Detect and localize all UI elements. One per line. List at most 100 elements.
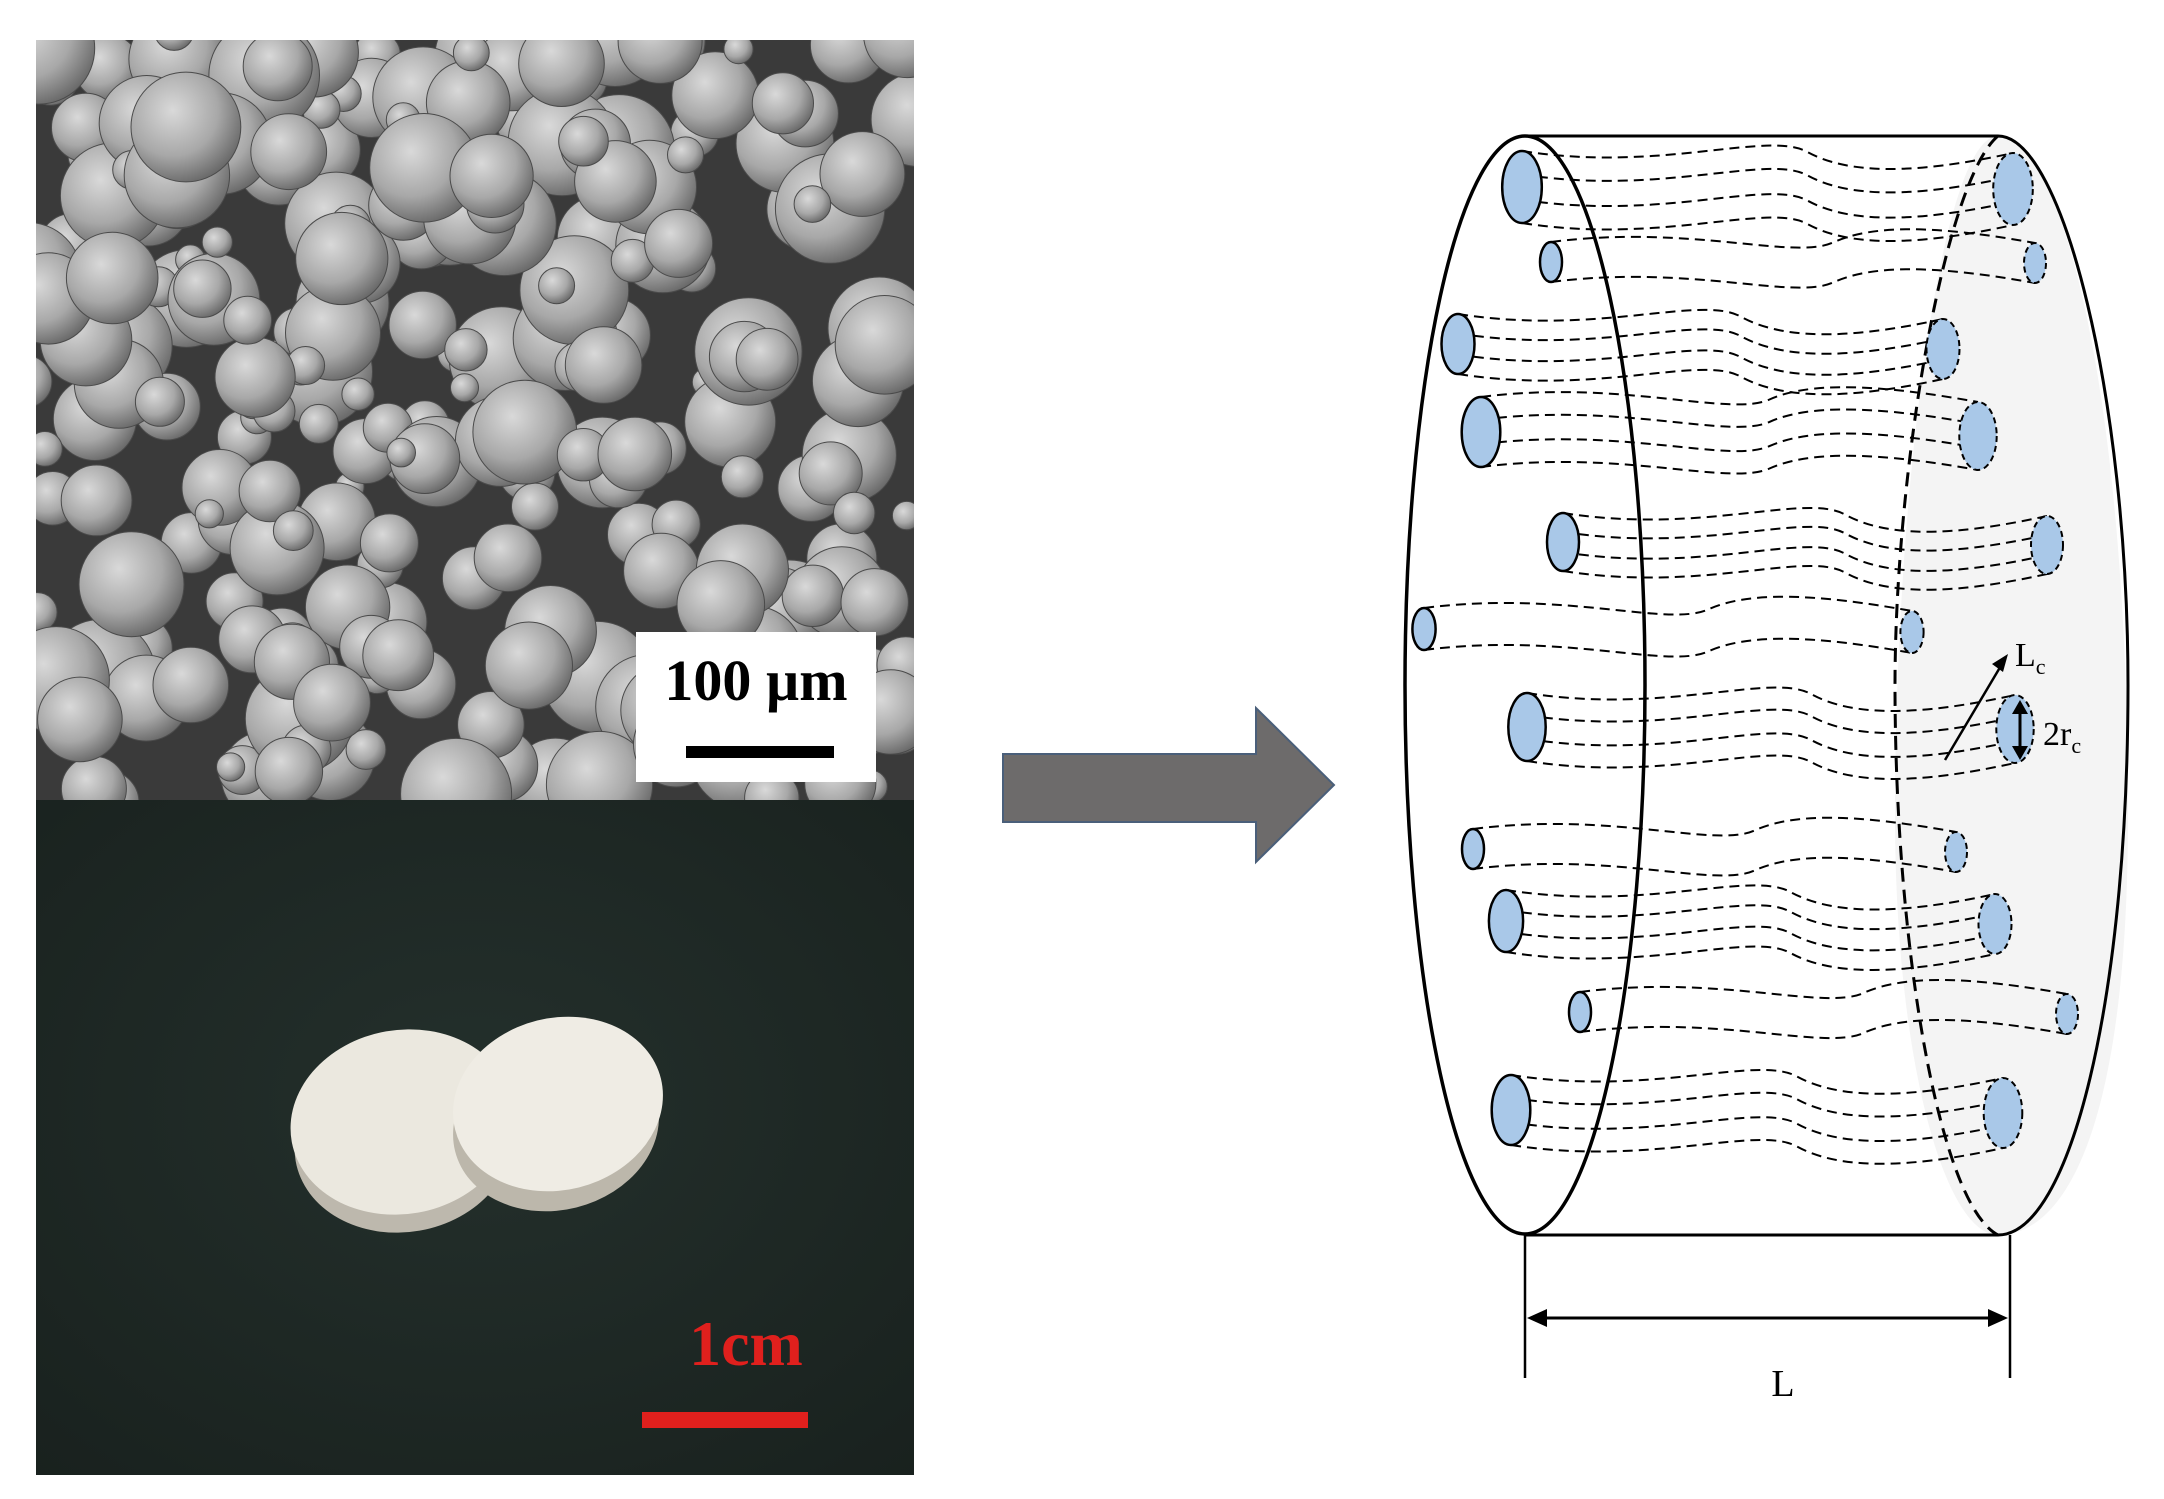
lc-arrowhead bbox=[1992, 654, 2008, 672]
disk-right bbox=[453, 1016, 663, 1212]
pore-left-end bbox=[1460, 827, 1486, 871]
sem-sphere bbox=[36, 356, 53, 406]
sem-sphere bbox=[345, 729, 387, 770]
sem-sphere bbox=[617, 40, 703, 84]
sem-sphere bbox=[723, 40, 754, 65]
sem-sphere bbox=[194, 499, 224, 529]
pore-right-end bbox=[1925, 318, 1961, 380]
pore-right-end bbox=[2023, 242, 2047, 284]
pore-right-end bbox=[2030, 515, 2064, 575]
pore-right-end bbox=[2055, 993, 2079, 1035]
channel-line bbox=[1579, 1019, 2068, 1040]
channel-line bbox=[1579, 979, 2068, 1000]
sem-scalebar bbox=[686, 746, 834, 758]
channel-line bbox=[1510, 1116, 2004, 1143]
sem-sphere bbox=[891, 500, 914, 531]
sem-sphere bbox=[518, 40, 605, 107]
rc-arrowhead-bottom bbox=[2012, 746, 2028, 760]
channel-line bbox=[1457, 328, 1944, 355]
pore-left-end bbox=[1440, 312, 1476, 376]
sem-sphere bbox=[37, 676, 123, 763]
channel-line bbox=[1521, 144, 2014, 170]
sem-sphere bbox=[834, 295, 914, 395]
channel-line bbox=[1457, 308, 1944, 336]
pore-left-end bbox=[1411, 606, 1437, 652]
pore-left-end bbox=[1500, 149, 1544, 225]
sem-sphere bbox=[450, 373, 479, 403]
sem-sphere bbox=[201, 226, 233, 258]
sem-sphere bbox=[793, 185, 832, 223]
sem-sphere bbox=[863, 40, 914, 79]
sem-sphere bbox=[444, 328, 488, 372]
photo-scale-label: 1cm bbox=[689, 1308, 803, 1379]
sem-sphere bbox=[545, 730, 654, 800]
sem-sphere bbox=[341, 377, 375, 411]
channel-line bbox=[1550, 268, 2036, 289]
sem-sphere bbox=[511, 482, 559, 531]
sem-sphere bbox=[65, 231, 159, 325]
sem-sphere bbox=[400, 737, 513, 800]
sem-sphere bbox=[223, 295, 273, 345]
sem-sphere bbox=[36, 40, 96, 105]
sem-sphere bbox=[298, 403, 339, 444]
channel-line bbox=[1505, 904, 1996, 931]
channel-line bbox=[1562, 564, 2048, 591]
channel-line bbox=[1526, 686, 2016, 712]
channel-line bbox=[1505, 945, 1996, 971]
sem-sphere bbox=[130, 71, 242, 183]
pore-openings bbox=[1411, 149, 2079, 1149]
channel-line bbox=[1521, 193, 2014, 219]
channel-line bbox=[1550, 228, 2036, 249]
sem-sphere bbox=[798, 441, 863, 506]
channel-line bbox=[1457, 349, 1944, 376]
sem-sphere bbox=[134, 376, 185, 427]
sem-sphere bbox=[833, 491, 876, 535]
channel-line bbox=[1510, 1091, 2004, 1118]
sem-sphere bbox=[564, 326, 643, 404]
sem-sphere bbox=[597, 416, 673, 492]
channel-line bbox=[1480, 432, 1979, 453]
lc-arrow bbox=[1943, 663, 2004, 761]
sem-sphere bbox=[388, 290, 457, 360]
pore-left-end bbox=[1538, 240, 1564, 284]
sem-scale-label: 100 µm bbox=[664, 648, 848, 713]
channel-line bbox=[1526, 754, 2016, 780]
sem-sphere bbox=[242, 40, 313, 102]
channel-line bbox=[1562, 506, 2048, 533]
sem-sphere bbox=[558, 115, 609, 167]
pore-left-end bbox=[1460, 395, 1502, 469]
pore-right-end bbox=[1958, 401, 1998, 471]
pore-left-end bbox=[1490, 1073, 1532, 1147]
sem-sphere bbox=[735, 327, 799, 391]
sem-sphere bbox=[840, 568, 909, 637]
channel-line bbox=[1480, 454, 1979, 475]
sem-sphere bbox=[452, 40, 490, 72]
pore-right-end bbox=[1977, 893, 2013, 955]
photo-scalebar bbox=[642, 1412, 808, 1428]
sem-scalebar-box: 100 µm bbox=[636, 632, 876, 782]
pore-left-end bbox=[1487, 888, 1525, 954]
sem-sphere bbox=[272, 510, 314, 552]
sem-sphere bbox=[295, 211, 389, 306]
sem-sphere bbox=[362, 619, 435, 692]
channel-line bbox=[1457, 368, 1944, 396]
sem-sphere bbox=[781, 564, 845, 627]
channel-line bbox=[1526, 732, 2016, 758]
pore-right-end bbox=[1899, 610, 1925, 654]
sample-photo: 1cm bbox=[36, 800, 914, 1475]
sem-sphere bbox=[644, 208, 714, 278]
sem-sphere bbox=[254, 736, 324, 800]
sem-sphere bbox=[667, 136, 704, 174]
channel-line bbox=[1526, 708, 2016, 735]
photo-disks bbox=[36, 800, 914, 1475]
channel-line bbox=[1505, 925, 1996, 952]
channel-line bbox=[1480, 386, 1979, 406]
pore-left-end bbox=[1567, 990, 1593, 1034]
dim-label: L bbox=[1771, 1363, 1794, 1405]
sem-sphere bbox=[449, 133, 534, 218]
pore-left-end bbox=[1545, 511, 1581, 573]
sem-sphere bbox=[238, 459, 302, 523]
channel-line bbox=[1521, 167, 2014, 194]
channel-line bbox=[1505, 884, 1996, 911]
sem-sphere bbox=[214, 336, 296, 418]
